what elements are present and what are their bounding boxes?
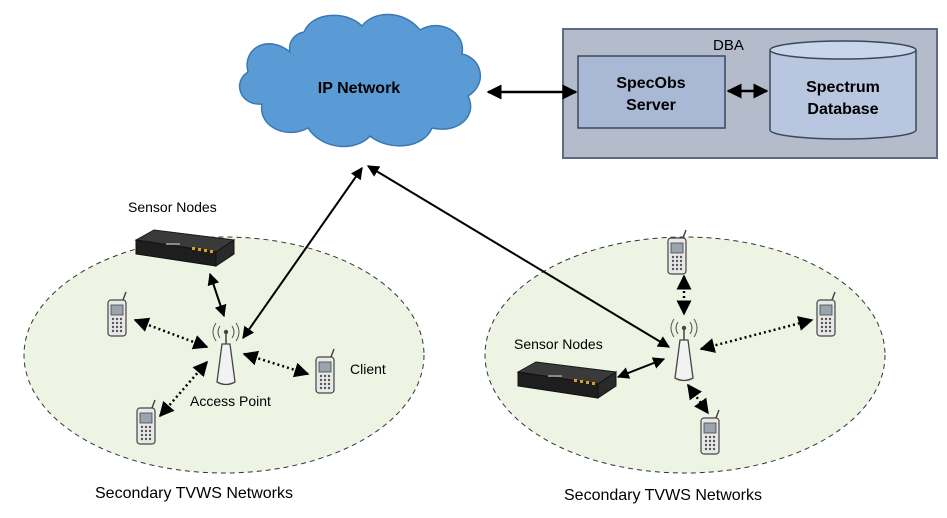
link-left-phone2 <box>159 360 208 418</box>
ip-network-cloud <box>238 13 482 148</box>
database-label-line1: Spectrum <box>806 79 880 96</box>
server-label-line2: Server <box>626 97 676 114</box>
link-right-sensor-ap <box>616 357 666 379</box>
right-sensor-label: Sensor Nodes <box>514 336 603 352</box>
cloud-label: IP Network <box>318 80 401 97</box>
link-cloud-right-ap <box>366 165 671 348</box>
server-label-line1: SpecObs <box>616 75 685 92</box>
link-right-phone-bottom <box>686 383 710 415</box>
left-network-caption: Secondary TVWS Networks <box>95 485 293 502</box>
link-left-client <box>242 350 310 378</box>
link-left-sensor-ap <box>207 272 227 318</box>
spectrum-database-cylinder <box>769 40 917 140</box>
specobs-server-box <box>577 55 726 129</box>
link-right-phone-right <box>699 316 814 353</box>
right-network-caption: Secondary TVWS Networks <box>564 487 762 504</box>
access-point-label: Access Point <box>190 393 271 409</box>
dba-label: DBA <box>713 37 744 54</box>
left-sensor-label: Sensor Nodes <box>128 199 217 215</box>
link-cloud-left-ap <box>242 167 363 339</box>
client-label: Client <box>350 361 386 377</box>
right-phone-icon-top <box>667 229 687 275</box>
database-label-line2: Database <box>807 101 878 118</box>
